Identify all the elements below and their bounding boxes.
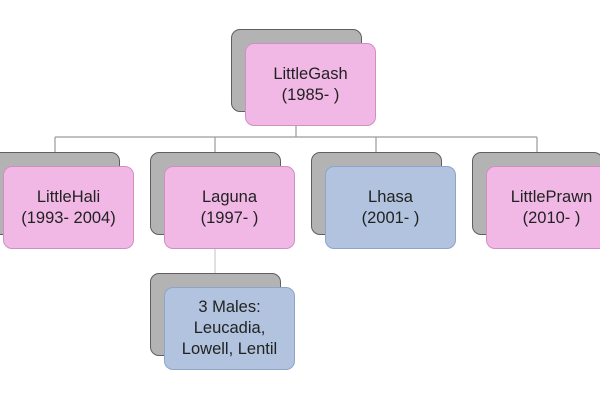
node-years: (1997- ) <box>200 208 259 227</box>
node-name: Laguna <box>201 187 258 206</box>
node-years: (1985- ) <box>281 85 340 104</box>
node-name: LittlePrawn <box>510 187 593 206</box>
node-littleprawn: LittlePrawn (2010- ) <box>486 166 600 249</box>
node-root-littlegash: LittleGash (1985- ) <box>245 43 376 126</box>
node-name: LittleHali <box>36 187 101 206</box>
node-years: (2010- ) <box>522 208 581 227</box>
node-line-1: 3 Males: <box>198 298 261 316</box>
node-line-3: Lowell, Lentil <box>181 340 278 358</box>
node-littlehali: LittleHali (1993- 2004) <box>3 166 134 249</box>
node-years: (2001- ) <box>361 208 420 227</box>
node-name: Lhasa <box>368 187 413 206</box>
node-line-2: Leucadia, <box>193 319 266 337</box>
node-lhasa: Lhasa (2001- ) <box>325 166 456 249</box>
node-laguna-offspring: 3 Males: Leucadia, Lowell, Lentil <box>164 287 295 370</box>
node-name: LittleGash <box>273 64 348 83</box>
node-laguna: Laguna (1997- ) <box>164 166 295 249</box>
node-years: (1993- 2004) <box>21 208 116 227</box>
